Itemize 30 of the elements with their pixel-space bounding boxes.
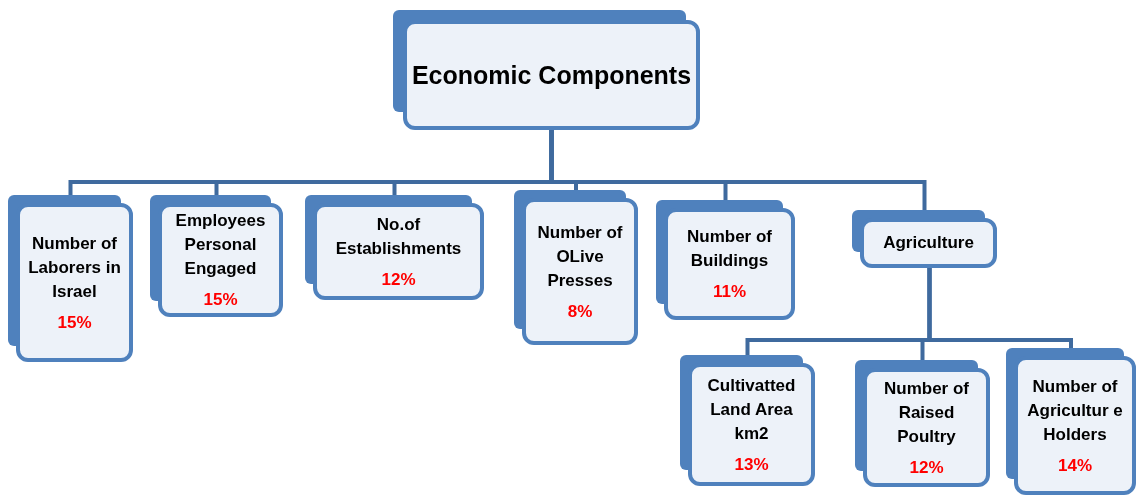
category-card bbox=[656, 200, 795, 320]
root-card bbox=[393, 10, 700, 130]
connector-line bbox=[549, 130, 927, 210]
category-title: Number of Raised Poultry bbox=[883, 377, 970, 448]
category-title: Number of OLive Presses bbox=[536, 221, 624, 292]
percentage-value: 14% bbox=[1058, 454, 1092, 477]
percentage-value: 13% bbox=[734, 453, 769, 476]
category-title: Employees Personal Engaged bbox=[174, 210, 267, 280]
percentage-value: 15% bbox=[203, 289, 238, 311]
category-card bbox=[8, 195, 133, 362]
percentage-value: 11% bbox=[712, 281, 747, 303]
category-card bbox=[514, 190, 638, 345]
percentage-value: 8% bbox=[567, 300, 593, 323]
category-card bbox=[150, 195, 283, 317]
category-title: Number of Agricultur e Holders bbox=[1026, 375, 1124, 446]
category-card bbox=[305, 195, 484, 300]
category-card bbox=[855, 360, 990, 487]
connector-line bbox=[927, 268, 1073, 348]
category-card bbox=[852, 210, 997, 268]
category-card bbox=[1006, 348, 1136, 495]
category-title: Number of Buildings bbox=[686, 226, 773, 272]
category-card bbox=[680, 355, 815, 486]
category-title: No.of Establishments bbox=[334, 213, 463, 260]
percentage-value: 15% bbox=[57, 311, 92, 334]
category-title: Number of Laborers in Israel bbox=[27, 232, 122, 303]
category-title: Agriculture bbox=[883, 232, 974, 254]
percentage-value: 12% bbox=[381, 268, 416, 291]
percentage-value: 12% bbox=[909, 456, 944, 479]
category-title: Cultivatted Land Area km2 bbox=[706, 374, 797, 445]
category-title: Economic Components bbox=[411, 60, 692, 91]
